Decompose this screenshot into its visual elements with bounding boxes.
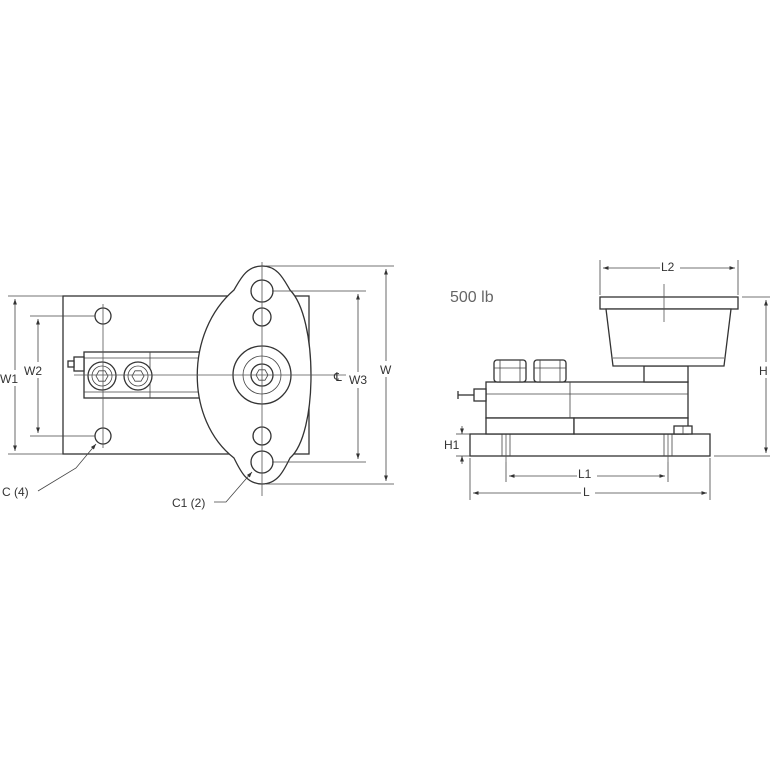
top-view: W1 W2 W3 ℄ W C (4) C1 (2) <box>0 262 394 510</box>
cell-bolt-left <box>87 361 117 391</box>
capacity-label: 500 lb <box>450 289 494 306</box>
callout-c: C (4) <box>2 485 29 499</box>
dim-h1: H1 <box>444 438 460 452</box>
cell-bolt-right <box>123 361 153 391</box>
dim-l: L <box>583 485 590 499</box>
dim-w: W <box>380 363 392 377</box>
side-top-cup <box>599 296 739 367</box>
side-pedestal <box>643 365 689 383</box>
side-bolt-left <box>493 359 527 383</box>
dim-w3: W3 <box>349 373 367 387</box>
dim-l2: L2 <box>661 260 675 274</box>
dim-h: H <box>759 364 768 378</box>
centerline-symbol: ℄ <box>333 370 342 384</box>
side-bolt-right <box>533 359 567 383</box>
dim-w1: W1 <box>0 372 18 386</box>
dim-l1: L1 <box>578 467 592 481</box>
dim-w2: W2 <box>24 364 42 378</box>
side-load-cell <box>457 381 689 435</box>
callout-c1: C1 (2) <box>172 496 205 510</box>
side-view: 500 lb <box>444 259 770 500</box>
